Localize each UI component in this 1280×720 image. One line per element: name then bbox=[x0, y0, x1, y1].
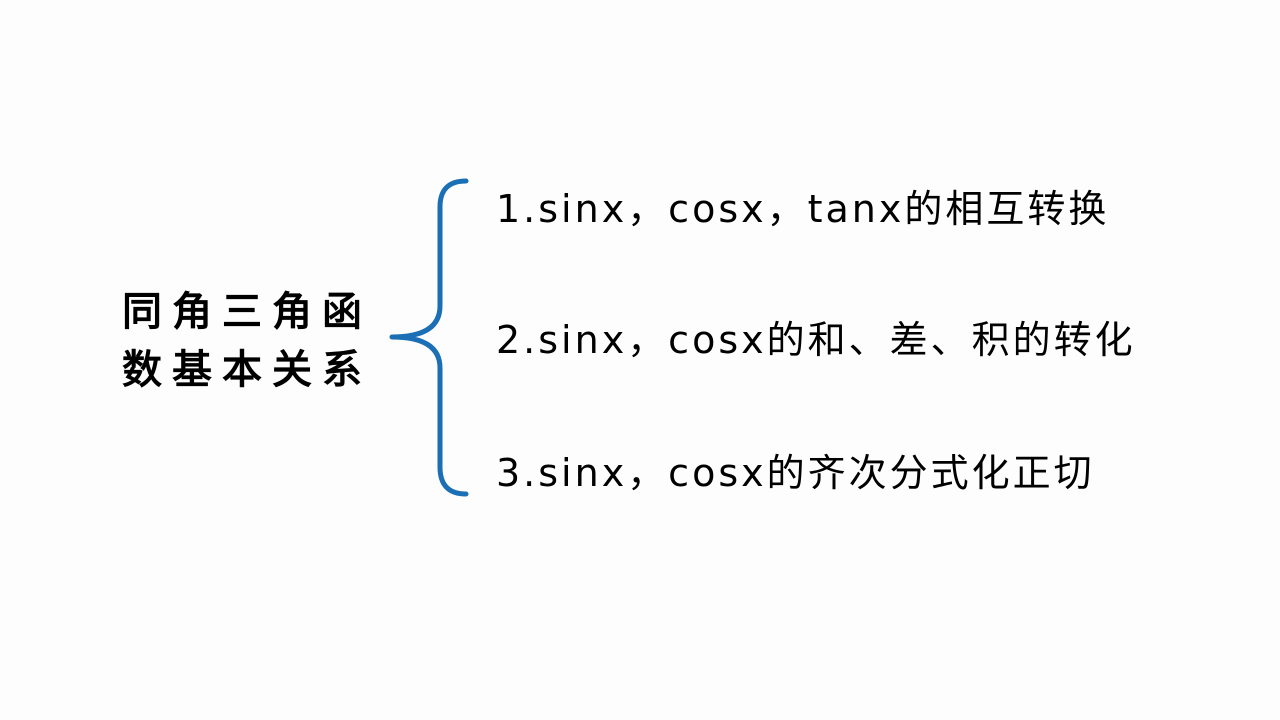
branch-item-1: 1.sinx，cosx，tanx的相互转换 bbox=[496, 187, 1110, 231]
root-topic: 同角三角函 数基本关系 bbox=[122, 283, 372, 399]
branch-item-2: 2.sinx，cosx的和、差、积的转化 bbox=[496, 318, 1136, 362]
root-topic-line-2: 数基本关系 bbox=[122, 347, 372, 393]
root-topic-line-1: 同角三角函 bbox=[122, 289, 372, 335]
brace-path bbox=[389, 178, 469, 497]
branch-item-3: 3.sinx，cosx的齐次分式化正切 bbox=[496, 451, 1095, 495]
